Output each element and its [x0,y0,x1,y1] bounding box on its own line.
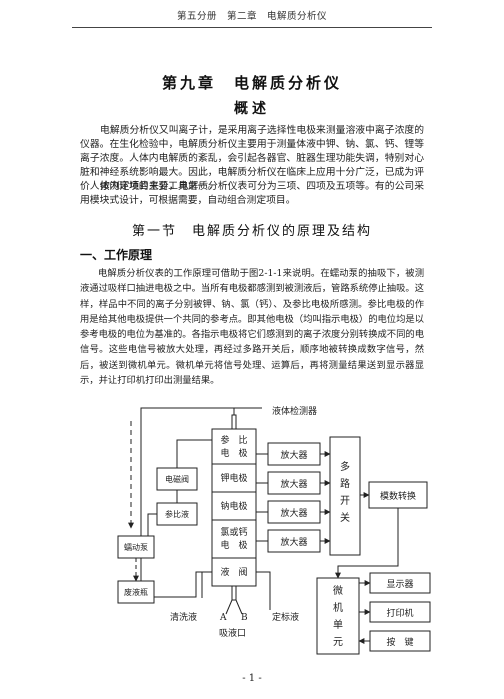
section-title: 第一节 电解质分析仪的原理及结构 [131,224,372,239]
principle-paragraph: 电解质分析仪表的工作原理可借助于图2-1-1来说明。在蠕动泵的抽吸下，被测液通过… [80,268,424,387]
port-b-label: B [241,613,248,623]
pump-label: 蠕动泵 [124,542,148,552]
overview-heading: 概述 [234,101,270,117]
amplifier-label: 放大器 [280,536,307,548]
header-divider [72,27,432,28]
electrode-label: 钠电极 [220,500,247,512]
detector-label: 液体检测器 [272,405,317,417]
overview-paragraph: 按测定项目来分，电解质分析仪表可分为三项、四项及五项等。有的公司采用模块式设计，… [80,181,424,206]
mux-box [329,436,361,556]
cleaning-solution-label: 清洗液 [170,611,197,623]
keys-label: 按 键 [386,636,413,648]
running-header: 第五分册 第二章 电解质分析仪 [176,11,327,22]
display-label: 显示器 [386,579,413,590]
printer-label: 打印机 [386,607,413,619]
waste-bottle-label: 废液瓶 [124,587,148,597]
amplifier-label: 放大器 [280,449,307,461]
adc-label: 模数转换 [380,490,416,502]
subsection-heading: 一、工作原理 [80,248,153,262]
amplifier-label: 放大器 [280,507,307,519]
mux-label: 多路开关 [340,460,350,524]
electrode-label: 钾电极 [220,472,247,484]
amplifier-label: 放大器 [280,478,307,490]
overview-paragraph: 电解质分析仪又叫离子计，是采用离子选择性电极来测量溶液中离子浓度的仪器。在生化检… [80,125,424,192]
microcomputer-label: 微机单元 [333,584,343,648]
page-number: - 1 - [242,673,262,684]
solenoid-valve-label: 电磁阀 [165,474,189,484]
chapter-title: 第九章 电解质分析仪 [161,74,342,92]
chloride-electrode-box [211,519,257,559]
calibration-solution-label: 定标液 [272,611,299,623]
electrode-label: 参 比电 极 [220,434,247,459]
port-a-label: A [219,613,227,623]
reference-solution-label: 参比液 [165,509,189,519]
valve-label: 液 阀 [220,566,247,578]
electrode-label: 氯或钙电 极 [220,526,247,551]
sample-port-label: 吸液口 [219,627,246,639]
